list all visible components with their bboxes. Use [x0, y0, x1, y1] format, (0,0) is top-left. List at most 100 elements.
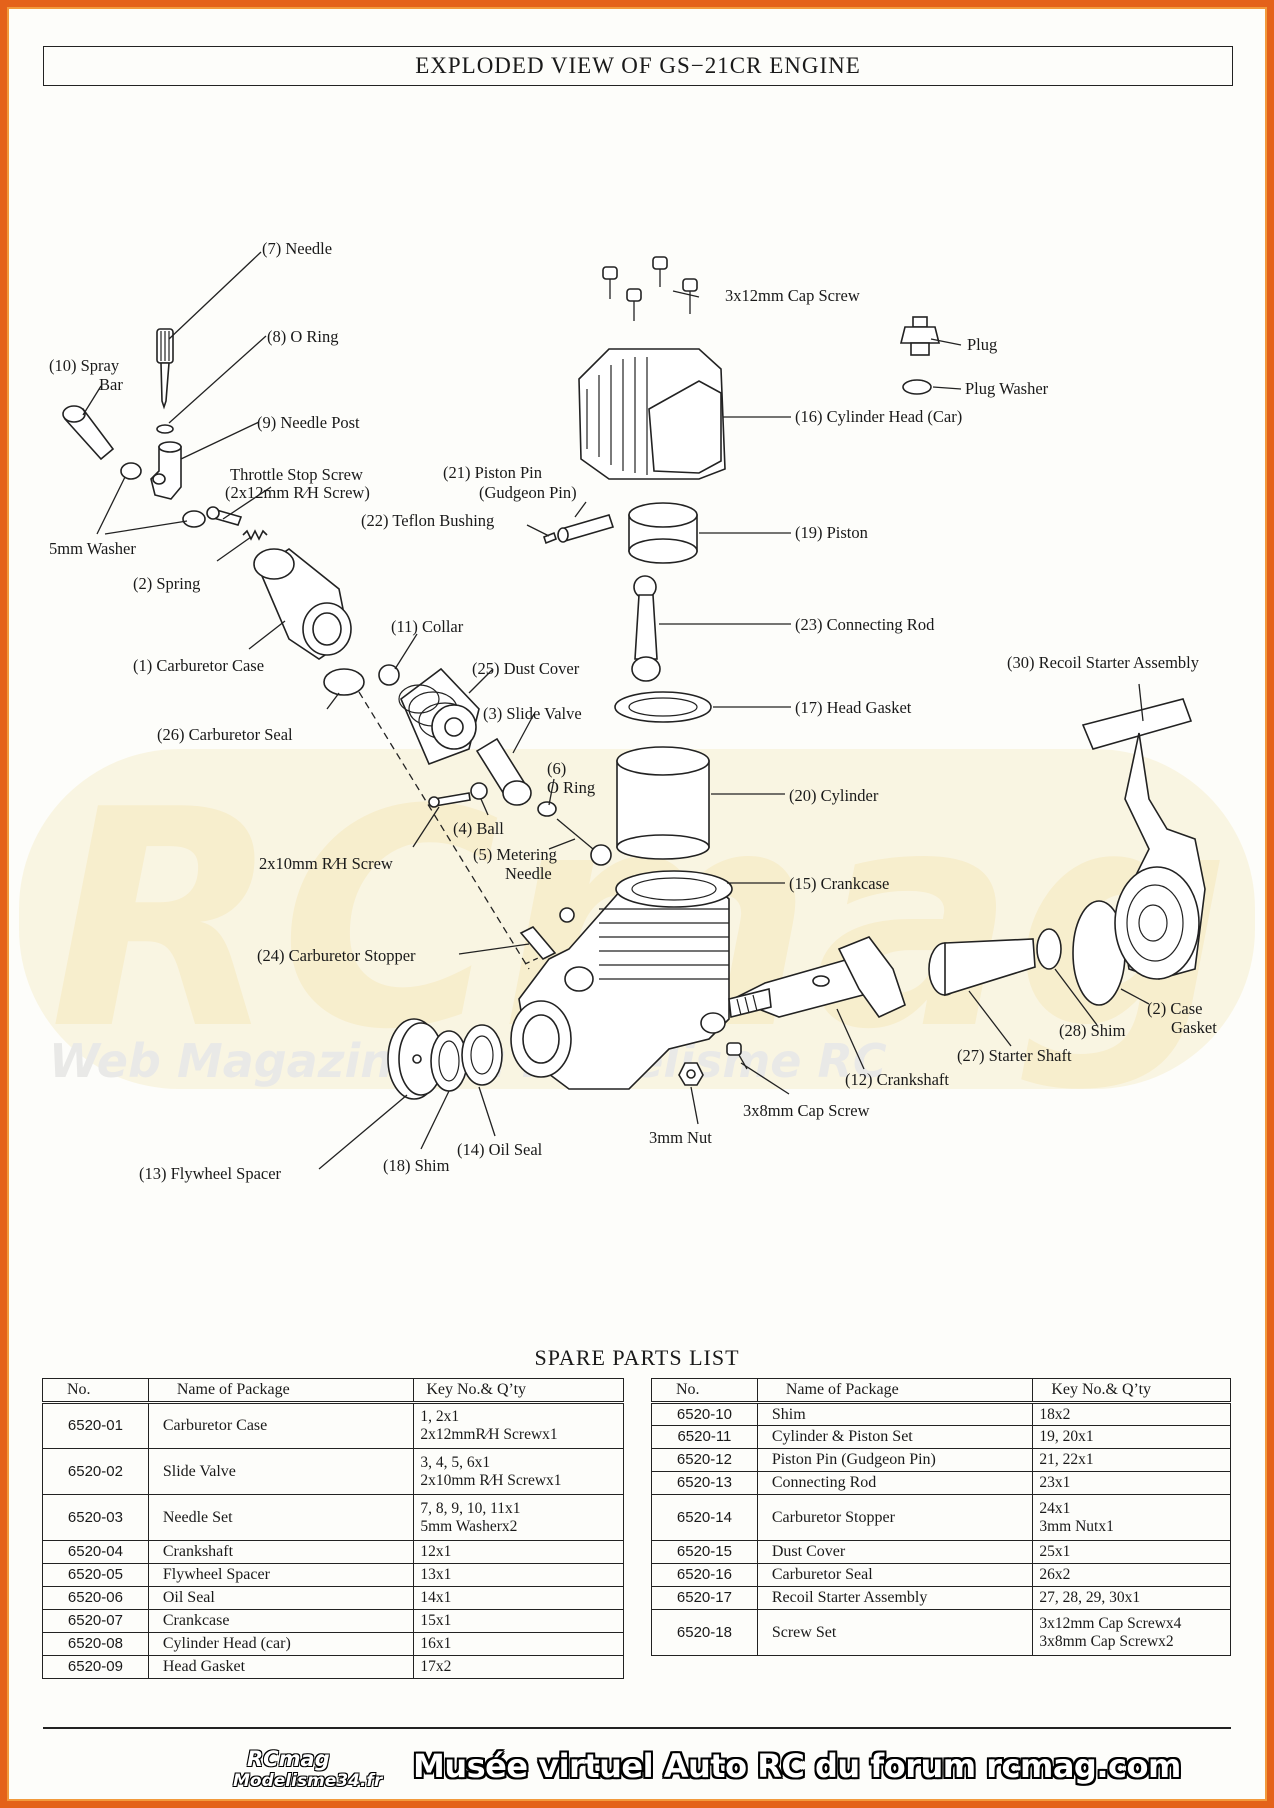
- label-oil-seal: (14) Oil Seal: [457, 1140, 543, 1159]
- page-title: EXPLODED VIEW OF GS−21CR ENGINE: [43, 46, 1233, 86]
- table-header-row: No. Name of Package Key No.& Q’ty: [651, 1378, 1231, 1403]
- o-ring-6-part: [537, 801, 557, 817]
- part-number-cell: 6520-17: [651, 1586, 758, 1610]
- washer-5mm-part: [120, 462, 142, 480]
- cap-screws-3x12-part: [602, 256, 698, 321]
- label-piston: (19) Piston: [795, 523, 868, 542]
- key-qty-cell: 23x1: [1032, 1471, 1231, 1495]
- footer-caption: Musée virtuel Auto RC du forum rcmag.com: [413, 1747, 1181, 1785]
- label-head-gasket: (17) Head Gasket: [795, 698, 912, 717]
- label-5mm-washer: 5mm Washer: [49, 539, 136, 558]
- spray-bar-part: [62, 405, 115, 461]
- key-qty-cell: 3x12mm Cap Screwx4 3x8mm Cap Screwx2: [1032, 1609, 1231, 1656]
- label-crankcase: (15) Crankcase: [789, 874, 889, 893]
- key-qty-cell: 14x1: [413, 1586, 624, 1610]
- part-number-cell: 6520-08: [42, 1632, 149, 1656]
- plug-washer-part: [902, 379, 932, 395]
- package-name-cell: Crankshaft: [147, 1540, 415, 1564]
- label-piston-pin: (21) Piston Pin: [443, 463, 542, 482]
- recoil-starter-part: [1081, 698, 1206, 980]
- key-qty-cell: 13x1: [413, 1563, 624, 1587]
- cap-screw-3x8-part: [726, 1042, 748, 1070]
- label-3x12-cap-screw: 3x12mm Cap Screw: [725, 286, 860, 305]
- starter-shaft-part: [928, 938, 1036, 997]
- package-name-cell: Oil Seal: [147, 1586, 415, 1610]
- label-carburetor-stopper: (24) Carburetor Stopper: [257, 946, 416, 965]
- part-number-cell: 6520-03: [42, 1494, 149, 1541]
- label-case-gasket: (2) Case: [1147, 999, 1202, 1018]
- part-number-cell: 6520-11: [651, 1425, 758, 1449]
- label-collar: (11) Collar: [391, 617, 464, 636]
- part-number-cell: 6520-05: [42, 1563, 149, 1587]
- header-name: Name of Package: [756, 1378, 1034, 1403]
- key-qty-cell: 17x2: [413, 1655, 624, 1679]
- part-number-cell: 6520-15: [651, 1540, 758, 1564]
- washer-5mm-part-2: [182, 510, 206, 528]
- key-qty-cell: 19, 20x1: [1032, 1425, 1231, 1449]
- label-plug: Plug: [967, 335, 997, 354]
- part-number-cell: 6520-14: [651, 1494, 758, 1541]
- slide-valve-part: [475, 737, 532, 806]
- label-spray-bar-2: Bar: [99, 375, 123, 394]
- header-qty: Key No.& Q’ty: [1032, 1378, 1231, 1403]
- package-name-cell: Connecting Rod: [756, 1471, 1034, 1495]
- label-metering-needle-2: Needle: [505, 864, 552, 883]
- label-o-ring-6-2: O Ring: [547, 778, 595, 797]
- key-qty-cell: 27, 28, 29, 30x1: [1032, 1586, 1231, 1610]
- package-name-cell: Carburetor Seal: [756, 1563, 1034, 1587]
- nut-3mm-part: [678, 1062, 704, 1086]
- spare-parts-title: SPARE PARTS LIST: [534, 1345, 740, 1370]
- package-name-cell: Crankcase: [147, 1609, 415, 1633]
- part-number-cell: 6520-06: [42, 1586, 149, 1610]
- screw-2x10-part: [428, 792, 471, 808]
- package-name-cell: Recoil Starter Assembly: [756, 1586, 1034, 1610]
- part-number-cell: 6520-07: [42, 1609, 149, 1633]
- logo-line-1: RCmag: [247, 1747, 330, 1771]
- label-cylinder-head: (16) Cylinder Head (Car): [795, 407, 962, 426]
- key-qty-cell: 24x1 3mm Nutx1: [1032, 1494, 1231, 1541]
- package-name-cell: Dust Cover: [756, 1540, 1034, 1564]
- label-2x10-screw: 2x10mm R∕H Screw: [259, 854, 393, 873]
- header-no: No.: [42, 1378, 149, 1403]
- key-qty-cell: 3, 4, 5, 6x1 2x10mm R∕H Screwx1: [413, 1448, 624, 1495]
- logo-line-2: Modelisme34.fr: [233, 1771, 383, 1791]
- key-qty-cell: 15x1: [413, 1609, 624, 1633]
- label-connecting-rod: (23) Connecting Rod: [795, 615, 935, 634]
- key-qty-cell: 16x1: [413, 1632, 624, 1656]
- package-name-cell: Flywheel Spacer: [147, 1563, 415, 1587]
- oil-seal-part: [461, 1024, 503, 1086]
- needle-part: [156, 328, 174, 410]
- label-carburetor-case: (1) Carburetor Case: [133, 656, 264, 675]
- label-spring: (2) Spring: [133, 574, 200, 593]
- package-name-cell: Needle Set: [147, 1494, 415, 1541]
- piston-pin-part: [557, 514, 615, 543]
- cylinder-part: [616, 746, 710, 860]
- connecting-rod-part: [631, 575, 661, 682]
- package-name-cell: Cylinder & Piston Set: [756, 1425, 1034, 1449]
- package-name-cell: Carburetor Case: [147, 1402, 415, 1449]
- plug-part: [899, 316, 941, 356]
- label-throttle-stop-2: (2x12mm R∕H Screw): [225, 483, 370, 502]
- teflon-bushing-part: [543, 531, 557, 545]
- piston-part: [628, 502, 698, 564]
- label-metering-needle: (5) Metering: [473, 845, 557, 864]
- header-qty: Key No.& Q’ty: [413, 1378, 624, 1403]
- cylinder-head-part: [578, 348, 726, 480]
- label-carburetor-seal: (26) Carburetor Seal: [157, 725, 293, 744]
- label-spray-bar: (10) Spray: [49, 356, 120, 375]
- label-throttle-stop: Throttle Stop Screw: [230, 465, 363, 484]
- label-needle: (7) Needle: [262, 239, 332, 258]
- bottom-divider: [43, 1727, 1231, 1729]
